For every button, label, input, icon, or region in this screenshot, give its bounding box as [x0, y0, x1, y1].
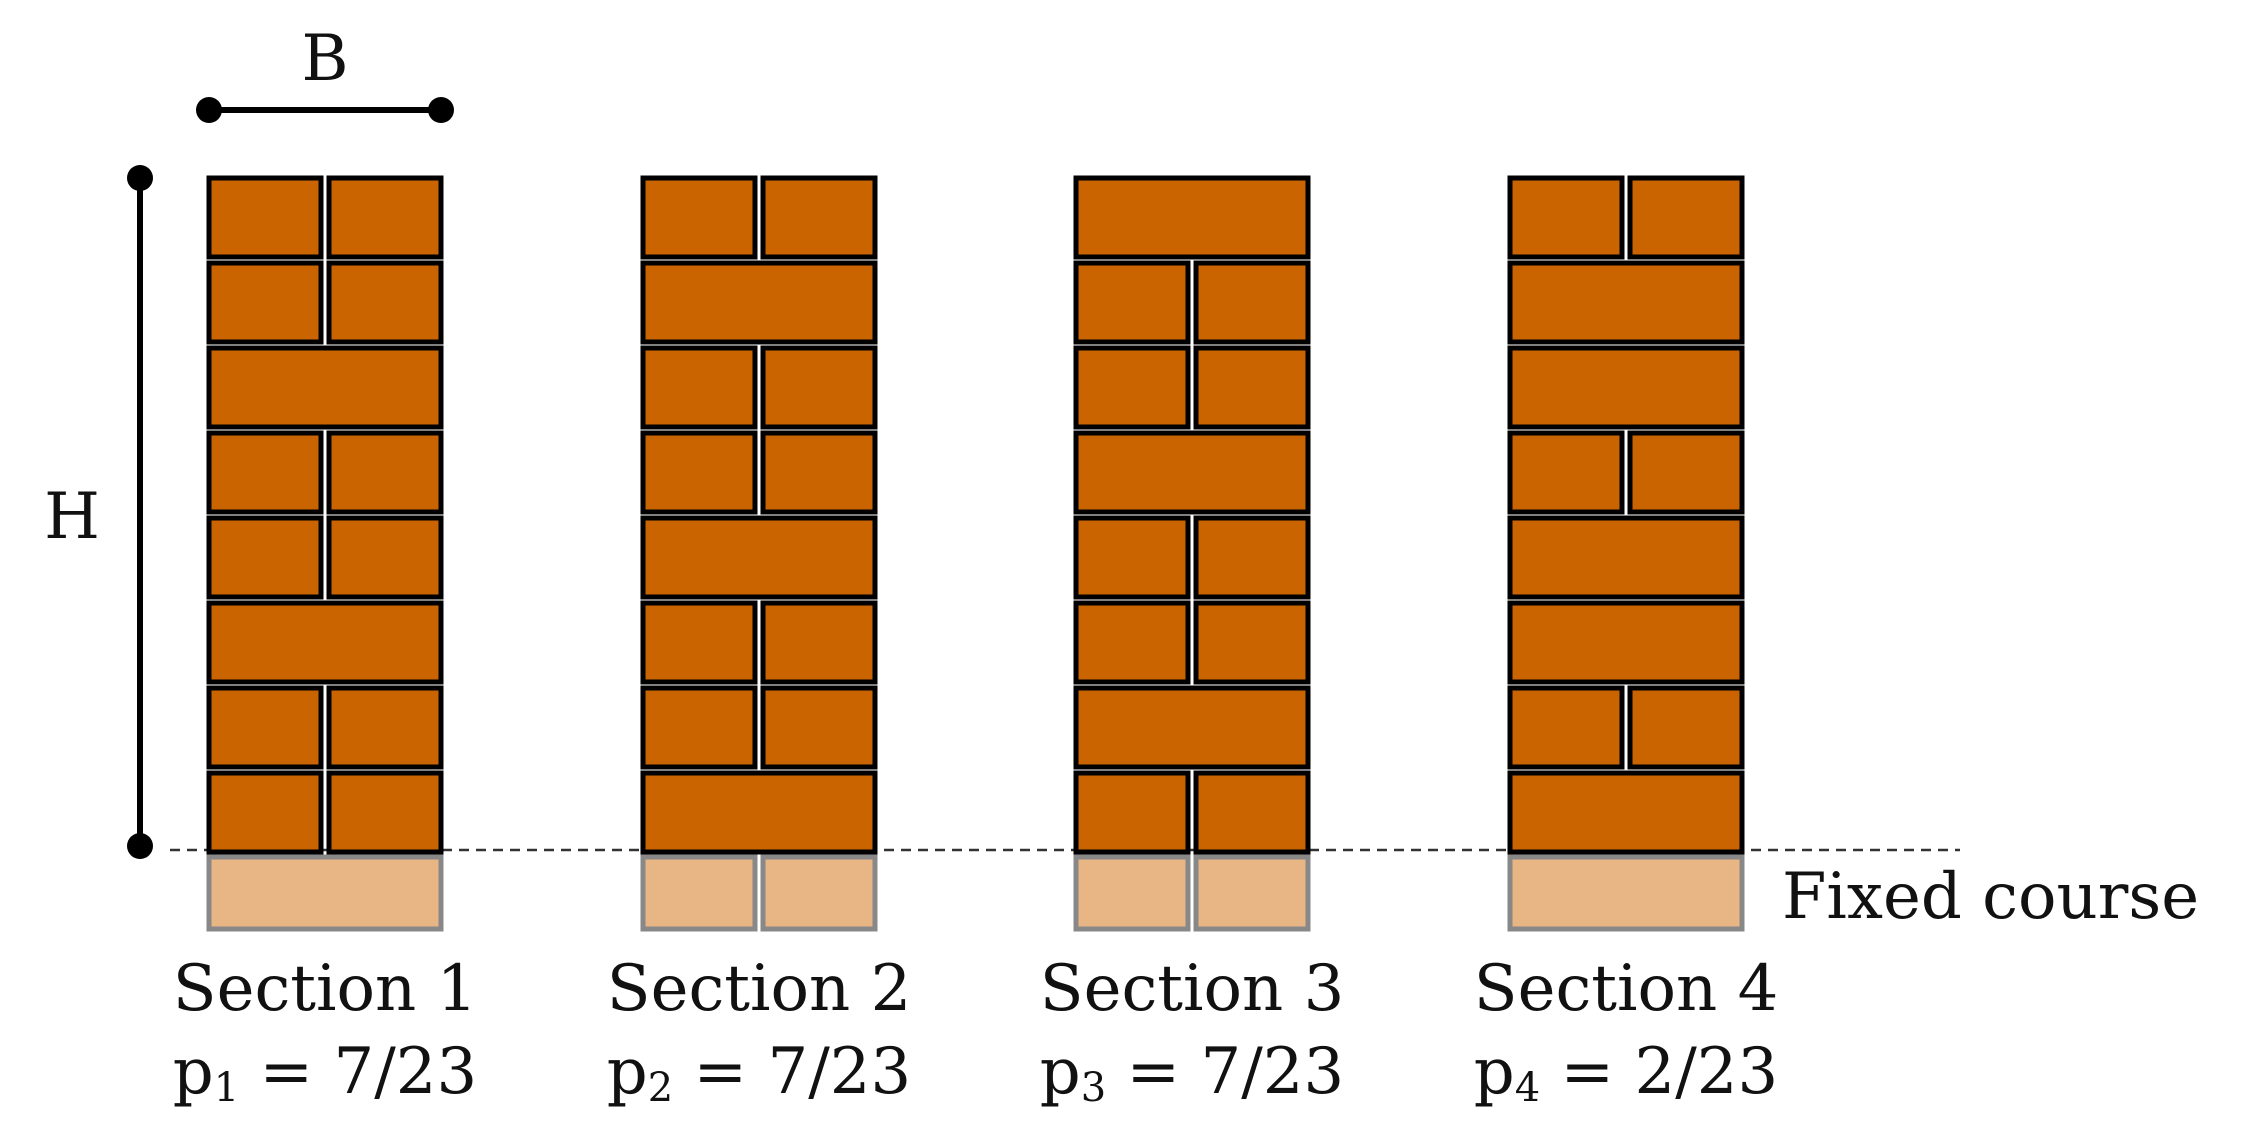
section-probability: p2 = 7/23 [607, 1035, 911, 1111]
section-title: Section 3 [1040, 952, 1345, 1026]
course-half-brick [640, 175, 758, 260]
course-half-brick [760, 345, 878, 430]
course-full-brick [1073, 430, 1311, 515]
height-dimension: H [44, 165, 153, 859]
section-4: Section 4 p4 = 2/23 [1474, 175, 1779, 1111]
probability-value: = 7/23 [1106, 1035, 1344, 1109]
course-half-brick [760, 600, 878, 685]
course-half-brick [1073, 260, 1191, 345]
course-full-brick [206, 345, 444, 430]
fixed-course-half-brick [1073, 854, 1191, 932]
course-half-brick [206, 430, 324, 515]
course-half-brick [1193, 600, 1311, 685]
course-half-brick [1073, 600, 1191, 685]
fixed-course-half-brick [640, 854, 758, 932]
course-half-brick [1507, 685, 1625, 770]
course-half-brick [640, 345, 758, 430]
probability-symbol: p [173, 1035, 214, 1109]
course-half-brick [1507, 175, 1625, 260]
probability-symbol: p [1040, 1035, 1081, 1109]
course-full-brick [1073, 685, 1311, 770]
probability-index: 4 [1515, 1065, 1540, 1111]
course-half-brick [1627, 430, 1745, 515]
course-half-brick [326, 260, 444, 345]
course-full-brick [1073, 175, 1311, 260]
course-full-brick [1507, 515, 1745, 600]
probability-symbol: p [1474, 1035, 1515, 1109]
section-1: Section 1 p1 = 7/23 [173, 175, 478, 1111]
section-probability: p3 = 7/23 [1040, 1035, 1344, 1111]
course-half-brick [206, 175, 324, 260]
probability-value: = 2/23 [1540, 1035, 1778, 1109]
probability-symbol: p [607, 1035, 648, 1109]
section-2: Section 2 p2 = 7/23 [607, 175, 912, 1111]
course-half-brick [206, 685, 324, 770]
course-half-brick [1073, 345, 1191, 430]
section-3: Section 3 p3 = 7/23 [1040, 175, 1345, 1111]
section-title: Section 4 [1474, 952, 1779, 1026]
section-title: Section 1 [173, 952, 478, 1026]
probability-index: 2 [648, 1065, 673, 1111]
course-half-brick [1193, 345, 1311, 430]
course-half-brick [206, 515, 324, 600]
course-full-brick [640, 515, 878, 600]
course-half-brick [640, 685, 758, 770]
course-half-brick [1507, 430, 1625, 515]
course-half-brick [1627, 175, 1745, 260]
fixed-course-half-brick [760, 854, 878, 932]
fixed-course-label: Fixed course [1782, 860, 2199, 934]
course-half-brick [1627, 685, 1745, 770]
course-half-brick [326, 175, 444, 260]
course-half-brick [640, 600, 758, 685]
course-full-brick [640, 770, 878, 855]
course-full-brick [640, 260, 878, 345]
course-half-brick [1193, 770, 1311, 855]
course-half-brick [326, 515, 444, 600]
probability-value: = 7/23 [239, 1035, 477, 1109]
fixed-course-full-brick [206, 854, 444, 932]
course-half-brick [1073, 770, 1191, 855]
course-full-brick [206, 600, 444, 685]
course-half-brick [760, 685, 878, 770]
course-full-brick [1507, 345, 1745, 430]
probability-value: = 7/23 [673, 1035, 911, 1109]
course-half-brick [760, 430, 878, 515]
course-full-brick [1507, 770, 1745, 855]
course-half-brick [326, 430, 444, 515]
course-half-brick [206, 770, 324, 855]
section-title: Section 2 [607, 952, 912, 1026]
course-half-brick [326, 685, 444, 770]
probability-index: 3 [1081, 1065, 1106, 1111]
course-half-brick [1193, 515, 1311, 600]
course-full-brick [1507, 600, 1745, 685]
course-half-brick [1193, 260, 1311, 345]
fixed-course-half-brick [1193, 854, 1311, 932]
course-half-brick [640, 430, 758, 515]
course-half-brick [206, 260, 324, 345]
course-half-brick [1073, 515, 1191, 600]
height-label: H [44, 480, 100, 554]
section-probability: p4 = 2/23 [1474, 1035, 1778, 1111]
section-probability: p1 = 7/23 [173, 1035, 477, 1111]
probability-index: 1 [214, 1065, 239, 1111]
width-label: B [301, 22, 348, 96]
course-half-brick [326, 770, 444, 855]
course-full-brick [1507, 260, 1745, 345]
course-half-brick [760, 175, 878, 260]
fixed-course-full-brick [1507, 854, 1745, 932]
width-dimension: B [196, 22, 454, 123]
